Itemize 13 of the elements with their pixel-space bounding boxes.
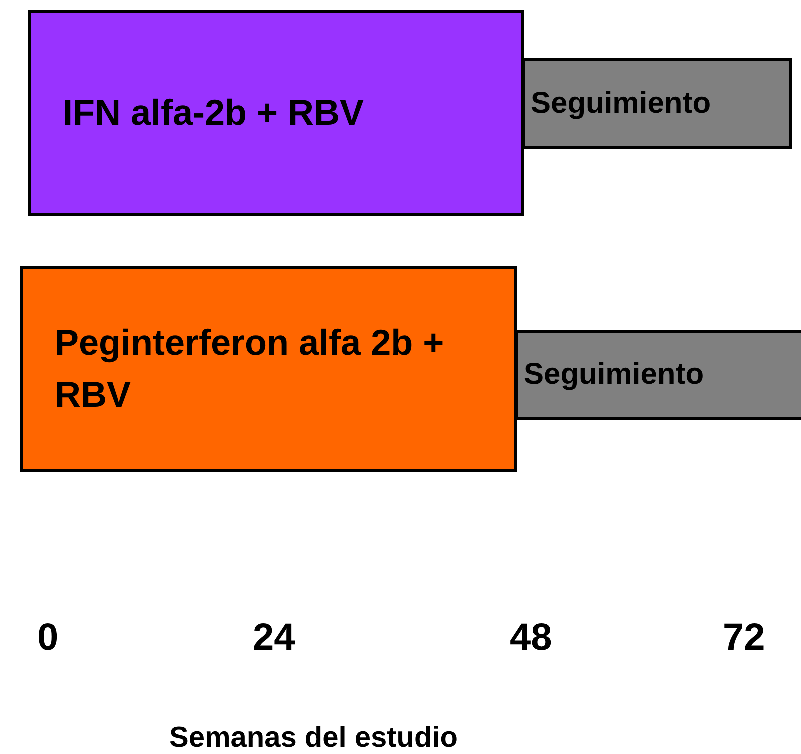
follow-up-bar [522, 58, 792, 149]
axis-tick-label: 24 [253, 617, 296, 660]
treatment-bar [20, 266, 517, 472]
axis-tick-label: 0 [38, 617, 59, 660]
bar-label: Peginterferon alfa 2b + RBV [55, 320, 446, 417]
bar-label: Seguimiento [524, 357, 704, 394]
axis-tick-label: 72 [723, 617, 766, 660]
treatment-bar [28, 10, 524, 216]
bar-label: IFN alfa-2b + RBV [63, 90, 364, 135]
bar-label: Seguimiento [531, 86, 712, 122]
follow-up-bar [515, 330, 801, 420]
axis-title: Semanas del estudio [170, 722, 458, 754]
axis-tick-label: 48 [510, 617, 552, 660]
